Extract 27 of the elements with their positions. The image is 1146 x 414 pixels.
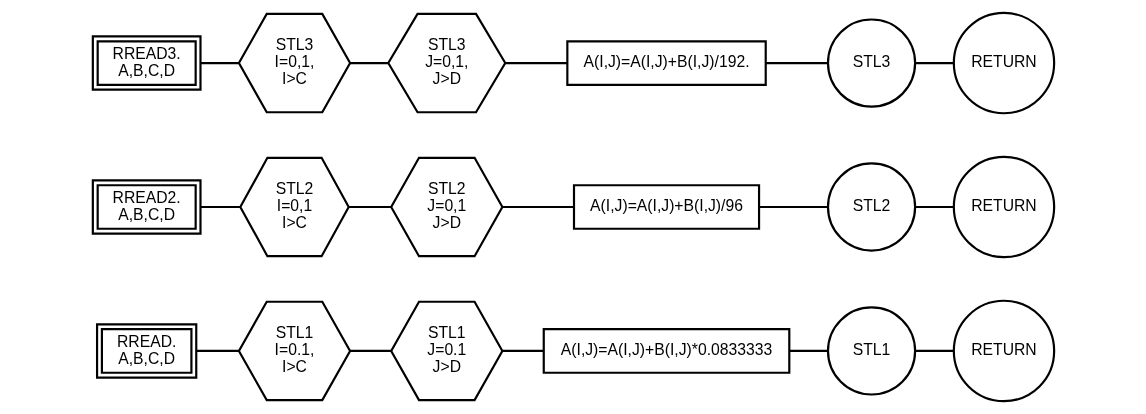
connector: [504, 62, 567, 65]
node-circle: RETURN: [952, 11, 1055, 115]
connector: [195, 349, 239, 353]
node-box: A(I,J)=A(I,J)+B(I,J)*0.0833333: [542, 328, 790, 374]
node-circle: STL2: [826, 162, 916, 252]
connector: [789, 349, 828, 353]
node-circle: STL1: [826, 306, 916, 396]
connector: [765, 62, 828, 65]
node-box: A(I,J)=A(I,J)+B(I,J)/192.: [565, 40, 767, 86]
node-circle: STL3: [826, 18, 916, 108]
node-box: RREAD3. A,B,C,D: [91, 35, 202, 91]
connector: [759, 205, 828, 209]
node-circle: RETURN: [952, 155, 1055, 259]
node-box: RREAD. A,B,C,D: [95, 323, 197, 379]
node-box: A(I,J)=A(I,J)+B(I,J)/96: [572, 184, 760, 230]
node-circle: RETURN: [952, 299, 1055, 403]
connector: [501, 205, 574, 209]
connector: [349, 62, 388, 65]
connector: [200, 62, 239, 65]
connector: [914, 62, 954, 65]
connector: [914, 349, 954, 353]
connector: [349, 349, 391, 353]
node-box: RREAD2. A,B,C,D: [91, 179, 202, 235]
connector: [200, 205, 240, 209]
connector: [348, 205, 391, 209]
connector: [501, 349, 543, 353]
connector: [914, 205, 954, 209]
